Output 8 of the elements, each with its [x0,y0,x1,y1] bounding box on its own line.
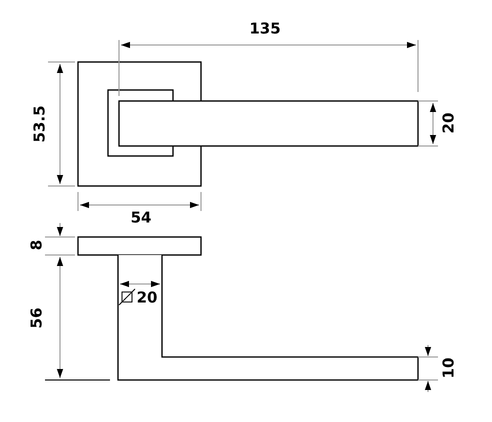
dimension-label: 20 [442,112,456,134]
dimension-label: 53.5 [32,106,48,142]
dimension-label: 54 [130,210,152,226]
dimension-label: 8 [30,240,44,250]
dimension-label: 20 [136,290,158,306]
dimension-label: 135 [249,22,281,36]
dimension-label: 56 [30,308,44,328]
dimension-label: 10 [442,358,456,378]
